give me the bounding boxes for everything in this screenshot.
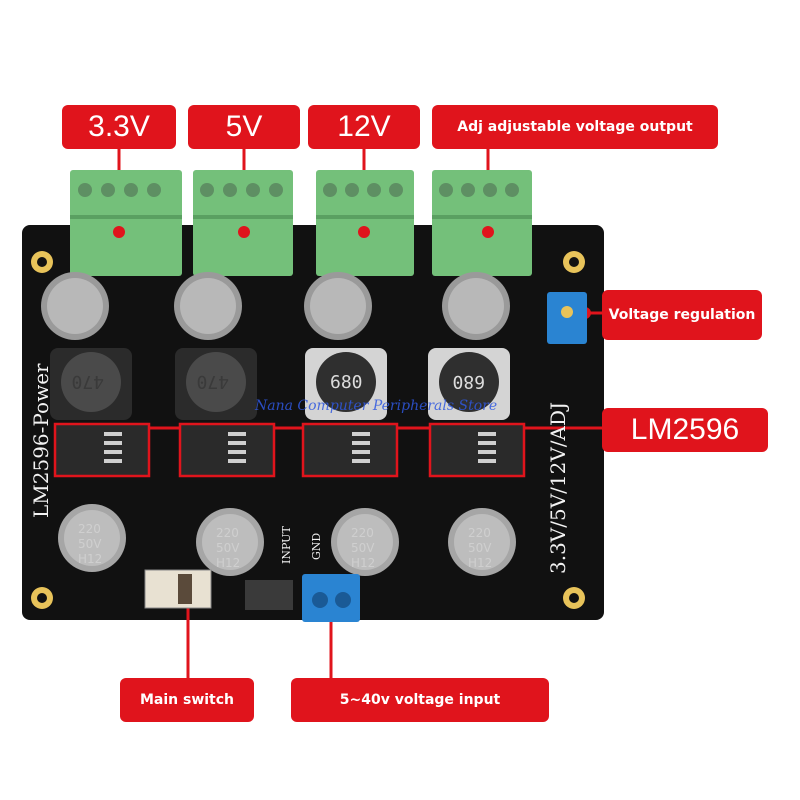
inductors [50,348,510,420]
input-capacitors [58,504,516,576]
svg-text:H12: H12 [351,556,375,570]
gnd-silkscreen: GND [310,533,323,560]
svg-text:H12: H12 [78,552,102,566]
input-silkscreen: INPUT [280,526,293,564]
board-title-silkscreen: LM2596-Power [29,363,53,518]
inductor-label-4: 680 [452,371,485,392]
diode [245,580,293,610]
svg-text:220: 220 [468,526,491,540]
svg-text:220: 220 [78,522,101,536]
board-side-silkscreen: 3.3V/5V/12V/ADJ [546,402,570,574]
output-terminals [70,170,532,276]
input-terminal [302,574,360,622]
svg-text:50V: 50V [216,541,240,555]
output-capacitors [41,272,510,340]
callout-adj-output: Adj adjustable voltage output [432,105,718,149]
svg-text:220: 220 [351,526,374,540]
callout-main-switch: Main switch [120,678,254,722]
store-watermark: Nana Computer Peripherals Store [255,398,498,414]
svg-text:H12: H12 [468,556,492,570]
callout-5v: 5V [188,105,300,149]
inductor-label-3: 680 [330,372,363,393]
callout-3v3: 3.3V [62,105,176,149]
svg-text:220: 220 [216,526,239,540]
svg-text:50V: 50V [351,541,375,555]
callout-voltage-input: 5~40v voltage input [291,678,549,722]
svg-text:H12: H12 [216,556,240,570]
svg-text:50V: 50V [468,541,492,555]
callout-voltage-regulation: Voltage regulation [602,290,762,340]
inductor-label-2: 470 [196,371,229,392]
callout-lm2596: LM2596 [602,408,768,452]
svg-text:50V: 50V [78,537,102,551]
callout-12v: 12V [308,105,420,149]
inductor-label-1: 470 [71,371,104,392]
lm2596-chips [53,422,526,478]
